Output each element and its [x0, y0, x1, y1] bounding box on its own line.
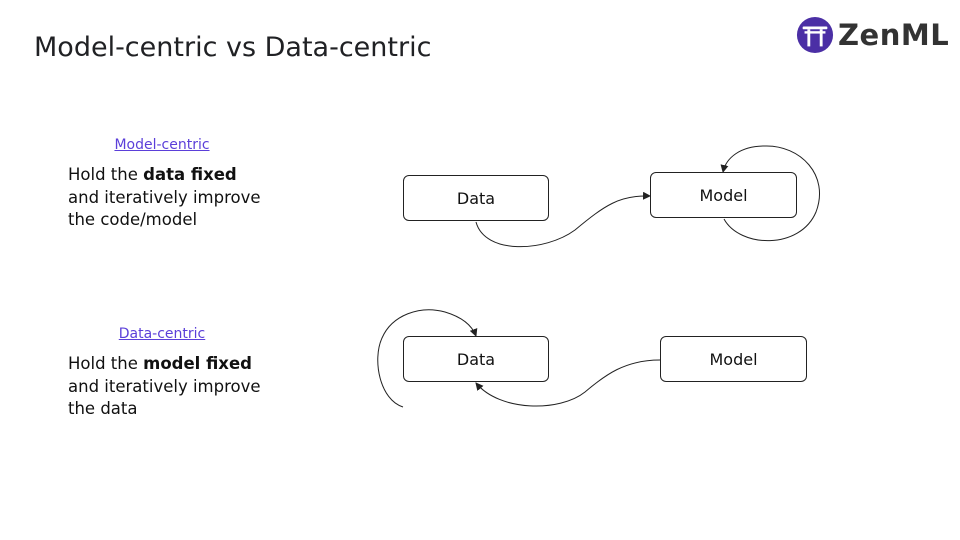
data-centric-desc-line-1: Hold the model fixed: [68, 354, 252, 373]
data-centric-link[interactable]: Data-centric: [118, 326, 206, 342]
model-centric-desc-line-3: the code/model: [68, 210, 198, 229]
data-centric-description: Hold the model fixed and iteratively imp…: [68, 353, 261, 421]
model-centric-model-loop-arrow: [720, 145, 821, 242]
data-centric-model-to-data-arrow: [475, 359, 661, 407]
data-centric-data-node: Data: [403, 336, 549, 382]
data-centric-desc-line-2: and iteratively improve: [68, 376, 261, 396]
model-centric-desc-line-1: Hold the data fixed: [68, 165, 237, 184]
data-centric-desc-line-3: the data: [68, 399, 138, 418]
model-centric-model-node: Model: [650, 172, 797, 218]
data-centric-model-node: Model: [660, 336, 807, 382]
model-centric-data-to-model-arrow: [475, 191, 651, 248]
model-centric-data-node: Data: [403, 175, 549, 221]
logo-wordmark: ZenML: [838, 18, 950, 52]
model-centric-desc-line-2: and iteratively improve: [68, 187, 261, 207]
model-centric-description: Hold the data fixed and iteratively impr…: [68, 164, 261, 232]
model-centric-emphasis: data fixed: [143, 165, 237, 184]
data-centric-data-loop-arrow: [377, 309, 478, 408]
zenml-logo: ZenML: [796, 15, 949, 55]
data-centric-emphasis: model fixed: [143, 354, 252, 373]
torii-gate-icon: [796, 16, 834, 54]
model-centric-link[interactable]: Model-centric: [114, 137, 210, 153]
slide-title: Model-centric vs Data-centric: [34, 32, 432, 63]
